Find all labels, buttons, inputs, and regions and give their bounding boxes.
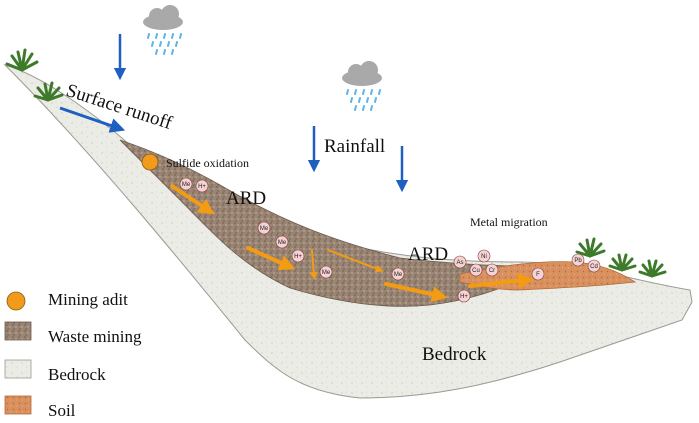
svg-text:Me: Me bbox=[394, 272, 403, 278]
ion-me: Me bbox=[275, 235, 289, 249]
legend-swatch-mining-adit bbox=[6, 291, 26, 311]
ion-cu: Cu bbox=[469, 263, 483, 277]
svg-text:Pb: Pb bbox=[574, 258, 582, 264]
svg-text:H+: H+ bbox=[294, 254, 302, 260]
ard-label-lower: ARD bbox=[408, 244, 449, 265]
ion-me: Me bbox=[257, 221, 271, 235]
legend-label-bedrock: Bedrock bbox=[48, 365, 106, 384]
ion-h-plus: H+ bbox=[195, 179, 209, 193]
svg-text:As: As bbox=[456, 260, 463, 266]
legend-swatch-waste-mining bbox=[4, 321, 32, 341]
svg-text:Cd: Cd bbox=[590, 264, 598, 270]
legend-label-soil: Soil bbox=[48, 401, 76, 420]
legend-label-waste-mining: Waste mining bbox=[48, 327, 142, 346]
sulfide-oxidation-label: Sulfide oxidation bbox=[166, 156, 249, 170]
surface-runoff-arrow bbox=[59, 106, 126, 133]
ard-flow-arrow bbox=[468, 272, 534, 289]
legend-swatch-bedrock bbox=[4, 359, 32, 379]
svg-text:Me: Me bbox=[278, 240, 287, 246]
ion-cr: Cr bbox=[485, 263, 499, 277]
ard-label-upper: ARD bbox=[226, 188, 267, 209]
ion-cd: Cd bbox=[587, 259, 601, 273]
ion-pb: Pb bbox=[571, 253, 585, 267]
legend-swatch-soil bbox=[4, 395, 32, 415]
bedrock-label: Bedrock bbox=[422, 344, 487, 365]
svg-text:Ni: Ni bbox=[481, 254, 487, 260]
waste-mining-layer bbox=[119, 139, 531, 307]
ion-me: Me bbox=[319, 265, 333, 279]
ion-me: Me bbox=[179, 177, 193, 191]
svg-text:Cu: Cu bbox=[472, 268, 480, 274]
rainfall-label: Rainfall bbox=[324, 136, 386, 157]
svg-text:H+: H+ bbox=[198, 184, 206, 190]
rain-cloud-icon bbox=[143, 5, 183, 55]
svg-text:Me: Me bbox=[182, 182, 191, 188]
plant-icon bbox=[575, 237, 606, 258]
ard-flow-arrow bbox=[246, 246, 296, 271]
plant-icon bbox=[638, 259, 667, 278]
ion-as: As bbox=[453, 255, 467, 269]
plant-icon bbox=[33, 81, 64, 102]
plant-icon bbox=[608, 253, 637, 272]
ard-flow-arrow bbox=[309, 249, 318, 280]
metal-migration-label: Metal migration bbox=[470, 215, 548, 229]
ion-f: F bbox=[531, 267, 545, 281]
ion-h-plus: H+ bbox=[457, 289, 471, 303]
svg-text:Cr: Cr bbox=[489, 268, 495, 274]
svg-text:Me: Me bbox=[260, 226, 269, 232]
svg-text:Me: Me bbox=[322, 270, 331, 276]
rain-cloud-icon bbox=[342, 61, 382, 111]
ion-ni: Ni bbox=[477, 249, 491, 263]
legend-label-mining-adit: Mining adit bbox=[48, 290, 128, 309]
ard-flow-arrow bbox=[384, 282, 448, 303]
ion-me: Me bbox=[391, 267, 405, 281]
ion-h-plus: H+ bbox=[291, 249, 305, 263]
ard-flow-arrow bbox=[170, 184, 215, 215]
ard-flow-arrow bbox=[327, 249, 384, 273]
svg-text:H+: H+ bbox=[460, 294, 468, 300]
plant-icon bbox=[5, 48, 39, 72]
svg-text:F: F bbox=[536, 272, 540, 278]
mining-adit bbox=[141, 153, 159, 171]
